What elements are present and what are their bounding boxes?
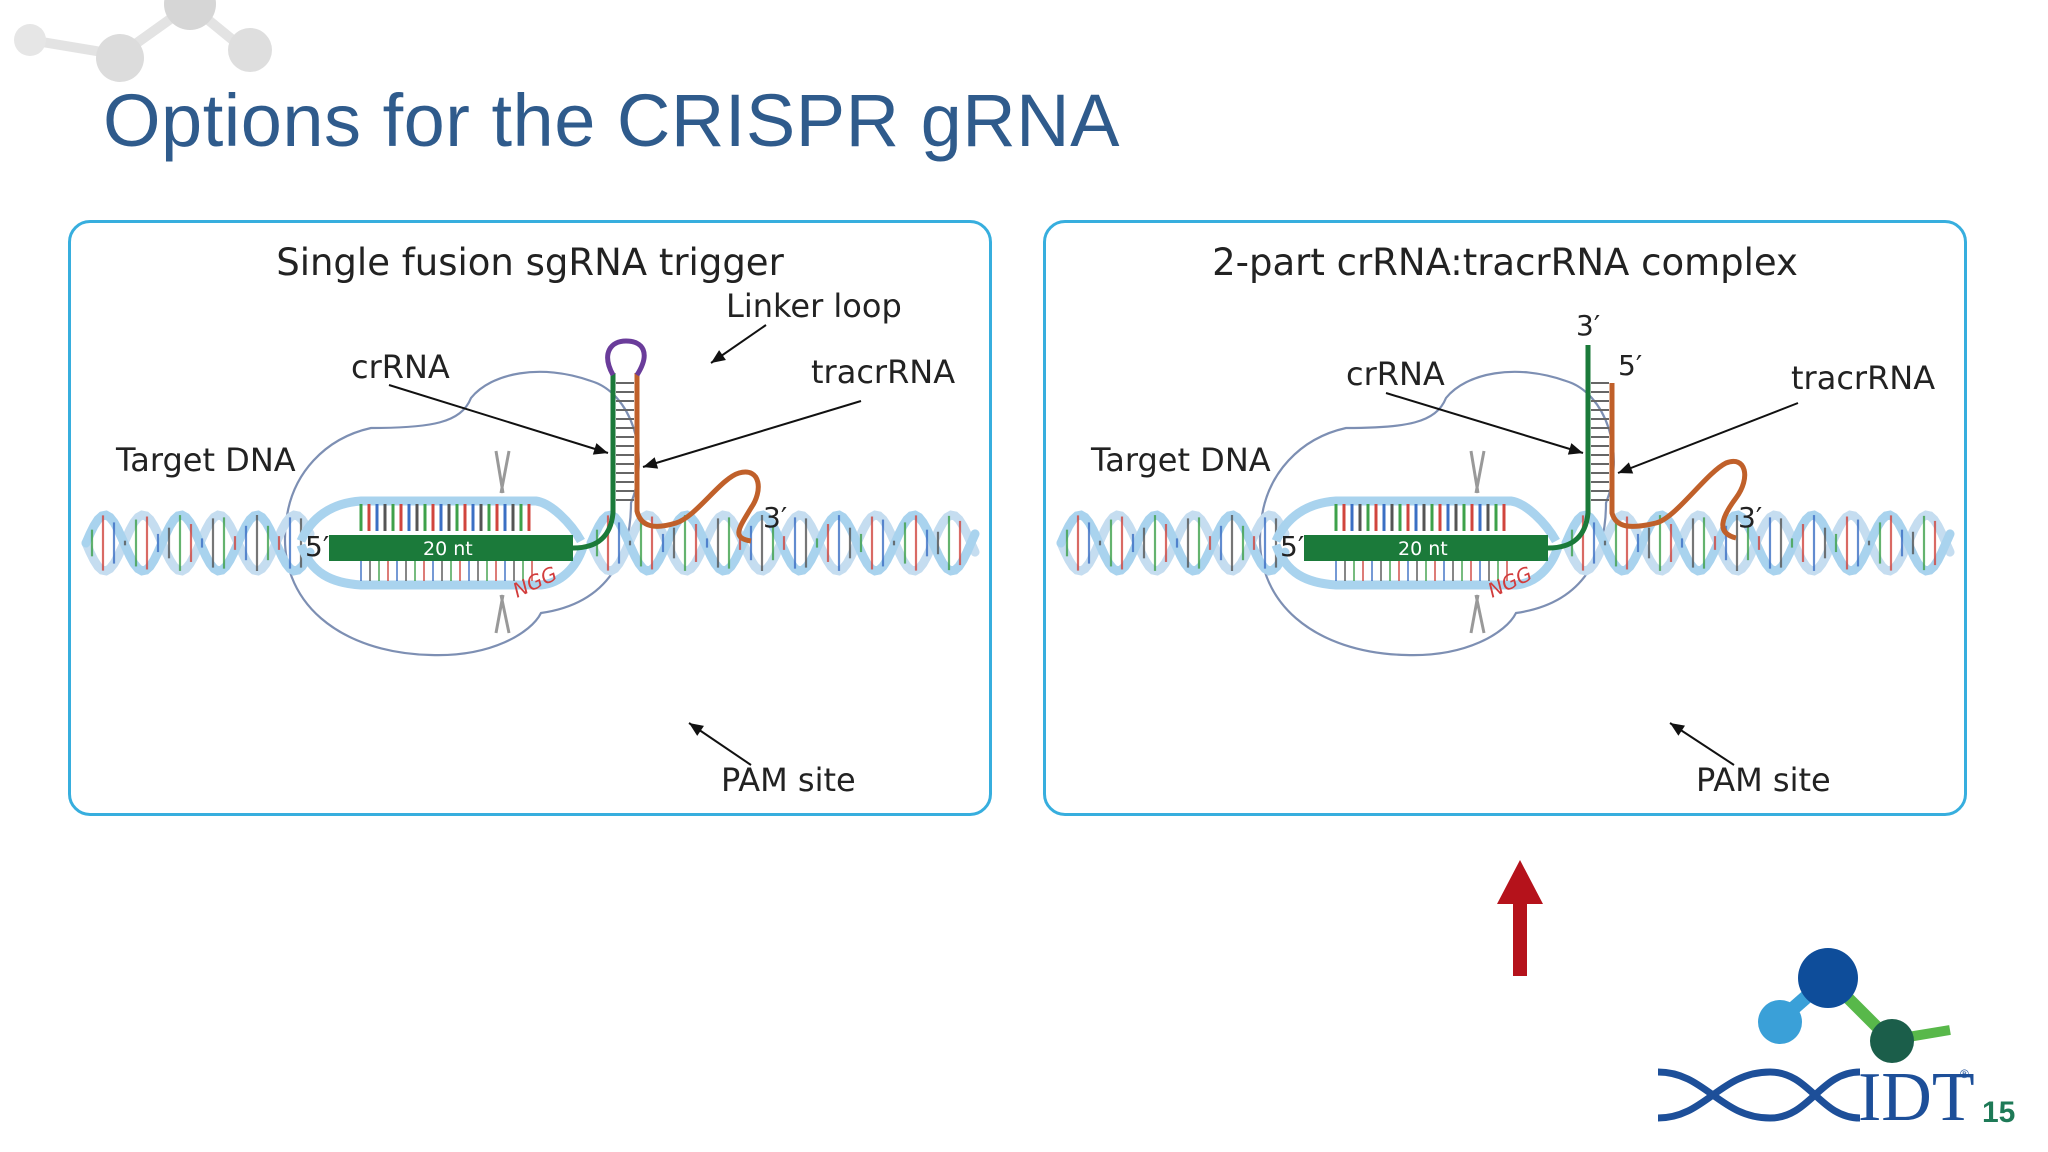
crrna-tracrrna-diagram: 20 nt 5′ 3′ 5′ 3′ NGG Target DNA crRNA tracrRNA P… [1056, 309, 1955, 799]
guide-length-label: 20 nt [423, 538, 473, 560]
tracrrna-label: tracrRNA [1791, 359, 1935, 397]
dna-bottom-strand [1271, 543, 1563, 590]
pam-sequence: NGG [509, 561, 561, 602]
sgrna-diagram: 20 nt 5′ 3′ NGG Target DNA crRNA tracrRNA PAM s… [81, 287, 980, 799]
scissors-bottom-icon [1469, 594, 1486, 634]
crrna-strand [572, 373, 616, 551]
tracrrna-label: tracrRNA [811, 353, 955, 391]
tracrrna-pointer [1617, 402, 1799, 474]
crrna-label: crRNA [1346, 355, 1445, 393]
panel-heading: 2-part crRNA:tracrRNA complex [1212, 241, 1798, 284]
page-number: 15 [1982, 1096, 2016, 1129]
panel-two-part-complex: 2-part crRNA:tracrRNA complex 20 nt 5′ 3′ 5… [1043, 220, 1967, 816]
diagram-content: 20 nt 5′ 3′ NGG Target DNA crRNA tracrRNA PAM s… [81, 287, 980, 799]
top-five-prime-label: 5′ [1618, 349, 1642, 382]
red-up-arrow-icon [1497, 860, 1543, 976]
pam-sequence: NGG [1484, 561, 1536, 602]
pam-site-label: PAM site [721, 761, 856, 799]
dna-bottom-strand [296, 543, 588, 590]
crrna-pointer-head [592, 443, 608, 455]
panel-single-fusion-sgrna: Single fusion sgRNA trigger 20 nt 5′ 3′ NGG… [68, 220, 992, 816]
dna-strand [81, 510, 315, 576]
crrna-pointer [388, 384, 609, 454]
dna-strand [1056, 510, 1290, 576]
crrna-label: crRNA [351, 348, 450, 386]
guide-bar [329, 535, 573, 561]
five-prime-label: 5′ [305, 530, 329, 563]
tracrrna-pointer [642, 400, 862, 468]
scissors-top-icon [1469, 450, 1486, 494]
tracrrna-strand [1609, 383, 1748, 541]
target-dna-label: Target DNA [1090, 441, 1271, 479]
three-prime-label: 3′ [1738, 501, 1762, 534]
crrna-strand [1547, 373, 1591, 551]
dna-top-strand [296, 496, 585, 544]
diagram-content: 20 nt 5′ 3′ 5′ 3′ NGG Target DNA crRNA tracrRNA P… [1056, 309, 1955, 799]
idt-logo-icon: IDT ® [1657, 948, 1975, 1136]
target-dna-label: Target DNA [115, 441, 296, 479]
scissors-top-icon [494, 450, 511, 494]
slide-title: Options for the CRISPR gRNA [103, 79, 1120, 162]
linker-loop-label: Linker loop [726, 287, 902, 325]
pam-pointer-head [689, 723, 704, 736]
pam-pointer-head [1670, 723, 1685, 736]
panel-heading: Single fusion sgRNA trigger [276, 241, 784, 284]
cas9-outline [283, 370, 640, 657]
cas9-outline [1258, 370, 1615, 657]
tracrrna-pointer-head [1618, 462, 1634, 474]
linker-pointer-head [711, 350, 726, 363]
scissors-bottom-icon [494, 594, 511, 634]
top-three-prime-label: 3′ [1576, 309, 1600, 342]
three-prime-label: 3′ [763, 501, 787, 534]
crrna-pointer-head [1567, 443, 1583, 455]
five-prime-label: 5′ [1280, 530, 1304, 563]
tracrrna-strand [634, 373, 761, 544]
tracrrna-pointer-head [643, 457, 659, 469]
molecule-decoration-icon [14, 0, 272, 82]
pam-site-label: PAM site [1696, 761, 1831, 799]
crrna-pointer [1385, 392, 1584, 454]
guide-length-label: 20 nt [1398, 538, 1448, 560]
logo-registered: ® [1960, 1067, 1969, 1081]
guide-bar [1304, 535, 1548, 561]
logo-text: IDT [1858, 1059, 1975, 1136]
linker-loop [605, 338, 647, 377]
dna-top-strand [1271, 496, 1560, 544]
